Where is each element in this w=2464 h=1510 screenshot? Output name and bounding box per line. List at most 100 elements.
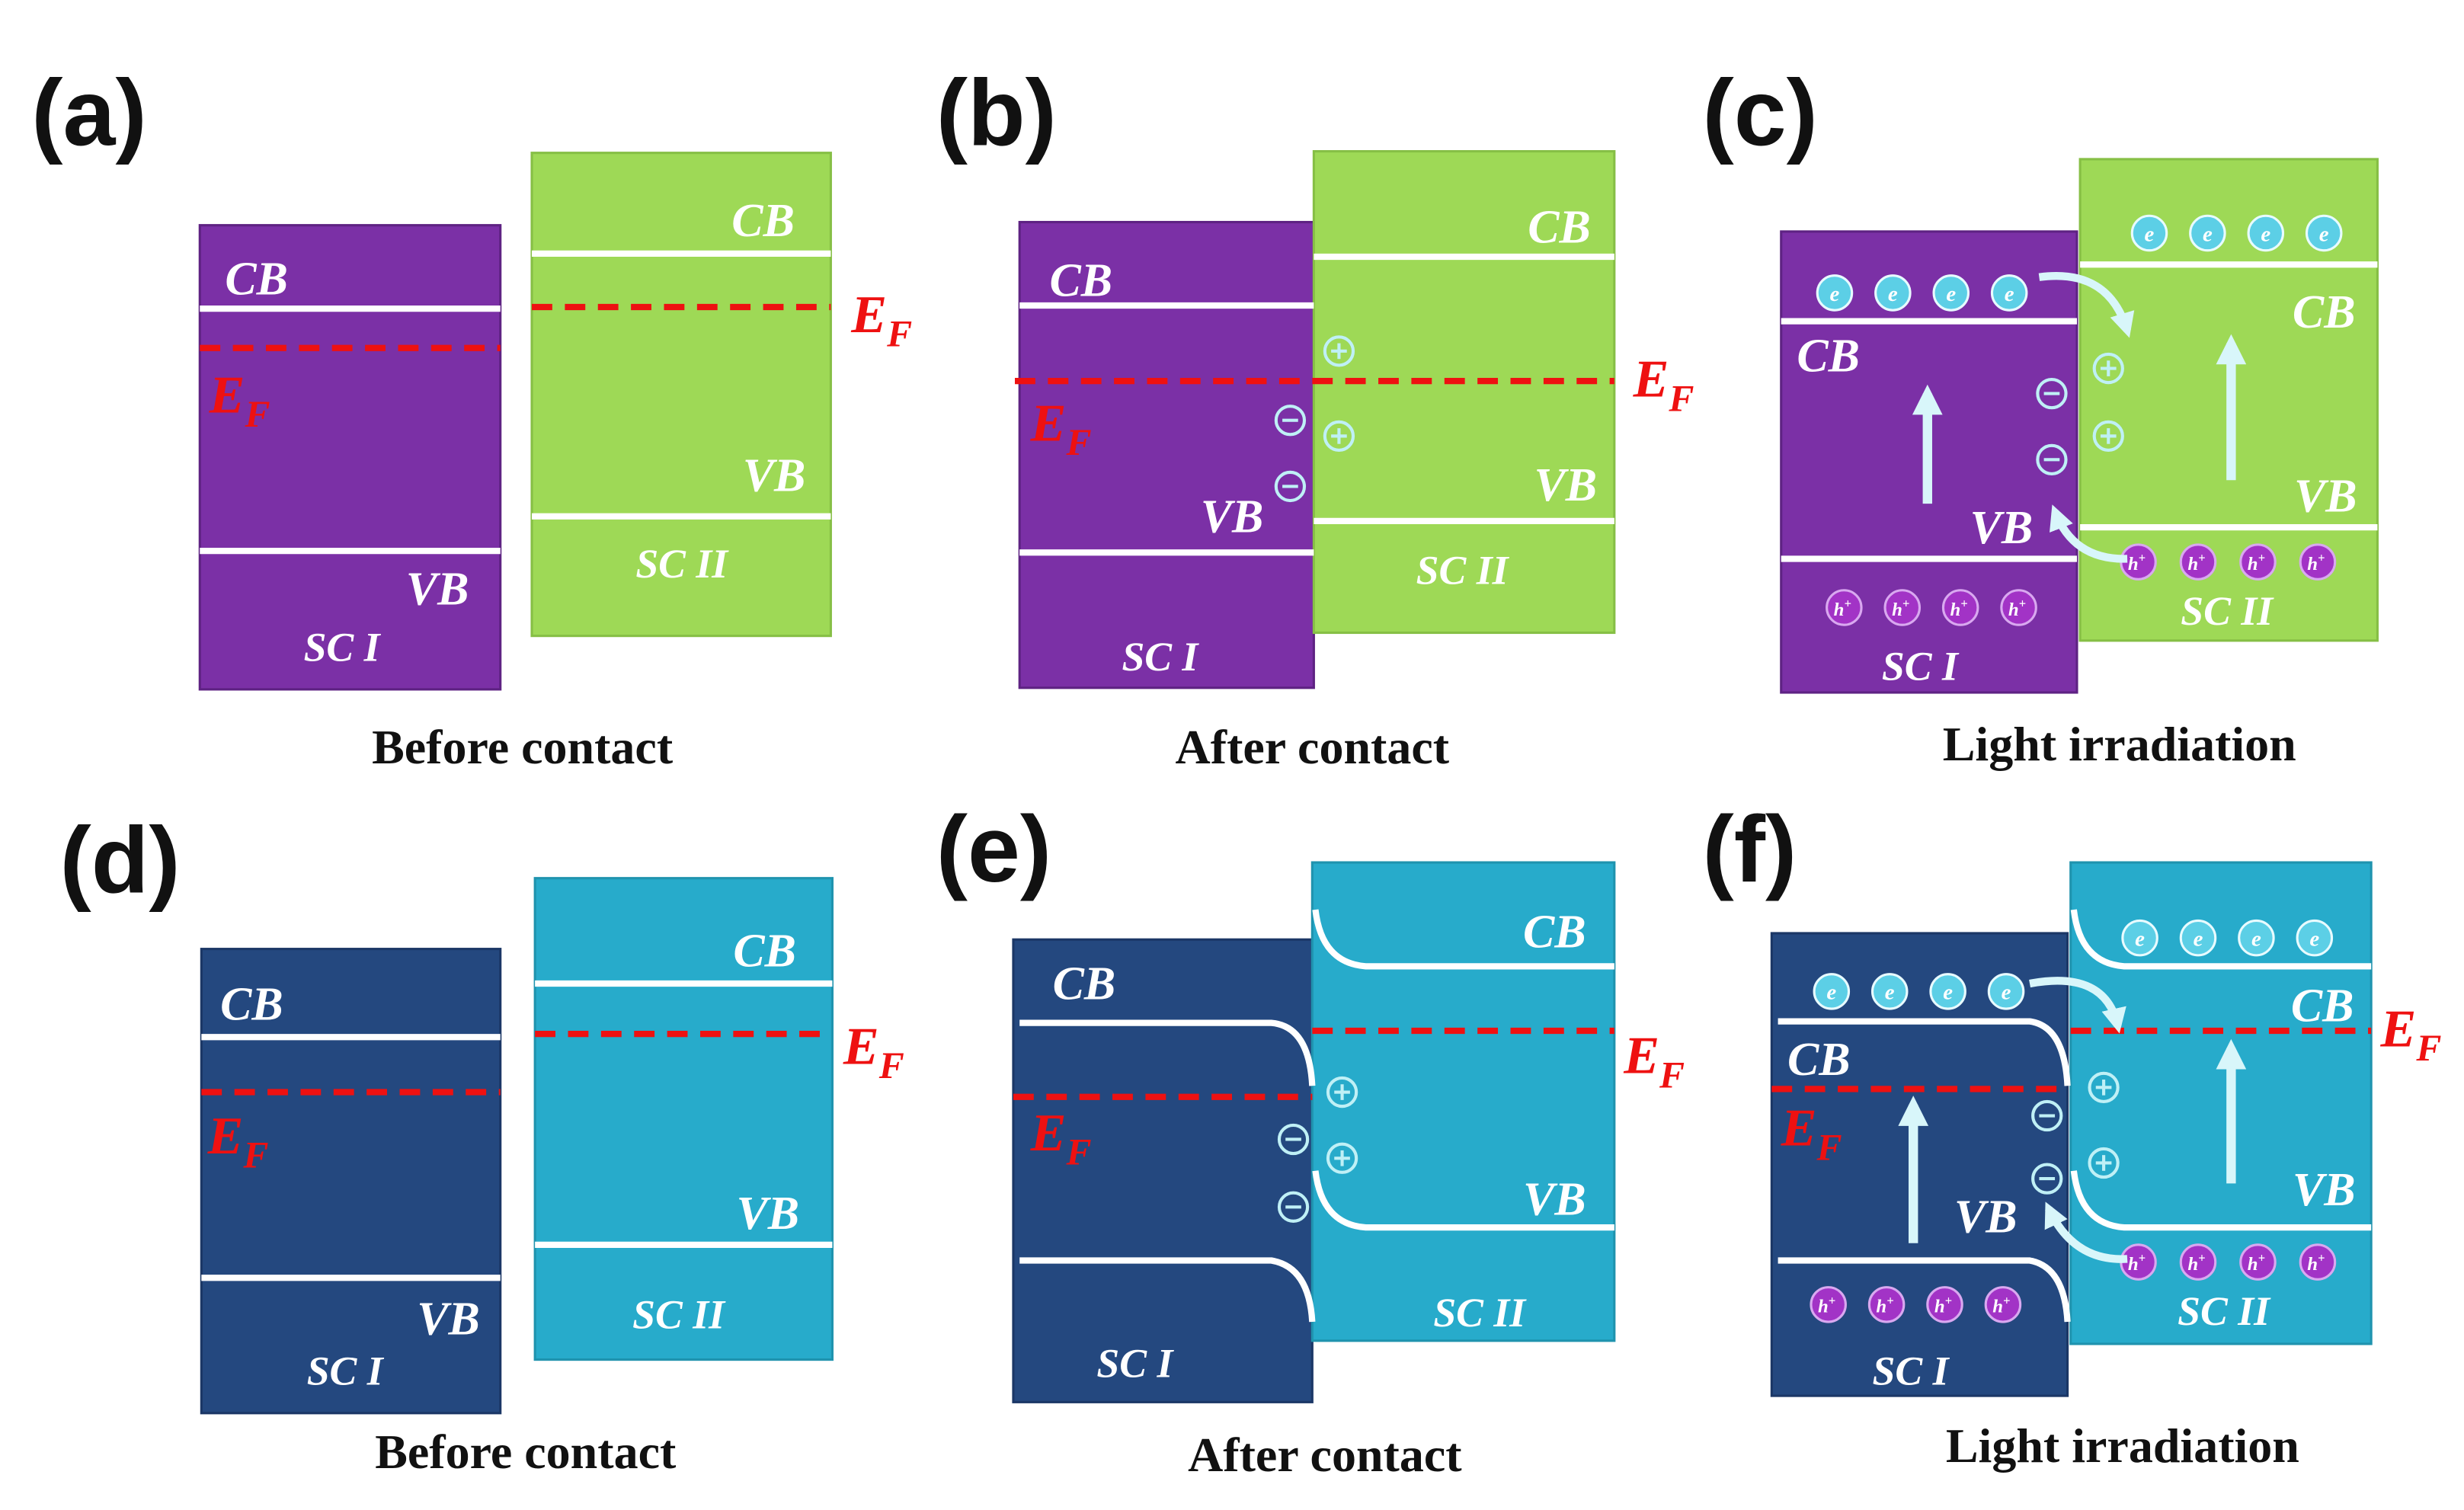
negative-ion-icon (2031, 1163, 2063, 1195)
svg-text:e: e (2261, 222, 2270, 246)
hole-icon: h+ (1867, 1286, 1906, 1323)
panel-label: (c) (1702, 60, 1817, 165)
sc2-vb-label: VB (736, 1188, 799, 1240)
sc1-holes: h+ h+ h+ h+ (1810, 1286, 2022, 1323)
ef-left-label: EF (1030, 394, 1092, 464)
sc1-electrons: e e e e (1813, 973, 2025, 1010)
space-charge-ions (1274, 335, 1355, 503)
electron-icon: e (2130, 214, 2168, 252)
sc1-cb-label: CB (1787, 1034, 1851, 1086)
sc1-label: SC I (1873, 1348, 1950, 1394)
hole-icon: h+ (2239, 1243, 2277, 1281)
svg-text:h+: h+ (2187, 551, 2205, 574)
svg-text:h+: h+ (1892, 596, 1909, 619)
positive-ion-icon (1326, 1076, 1358, 1109)
sc2-vb-label: VB (1534, 459, 1598, 511)
sc1-block (1012, 938, 1314, 1403)
sc1-ef-label: EF (207, 1106, 269, 1176)
ef-left-label: EF (1030, 1103, 1092, 1173)
svg-text:h+: h+ (2128, 551, 2146, 574)
sc1-cb-bent (1019, 1019, 1316, 1086)
svg-text:e: e (2319, 222, 2329, 246)
panel-caption: After contact (1188, 1428, 1462, 1482)
sc2-cb-bent (1312, 909, 1614, 970)
negative-ion-icon (1277, 1191, 1310, 1223)
svg-text:e: e (2005, 282, 2014, 306)
sc1-label: SC I (307, 1348, 385, 1394)
space-charge-ions (1277, 1076, 1358, 1223)
hole-icon: h+ (1926, 1286, 1963, 1323)
electron-icon: e (1987, 973, 2025, 1010)
panel-label: (f) (1702, 797, 1797, 902)
ef-right-label: EF (1633, 350, 1694, 420)
sc2-cb-bent (2070, 909, 2372, 970)
hole-icon: h+ (2179, 1243, 2217, 1281)
sc1-vb-label: VB (417, 1294, 480, 1345)
sc2-cb-label: CB (731, 195, 795, 247)
electron-icon: e (1870, 973, 1909, 1010)
svg-text:e: e (2203, 222, 2213, 246)
panel-caption: After contact (1176, 720, 1450, 774)
svg-text:e: e (2135, 926, 2145, 951)
sc1-electrons: e e e e (1816, 274, 2028, 312)
electron-icon: e (1874, 274, 1912, 312)
sc1-vb-label: VB (1201, 491, 1264, 542)
sc1-block (200, 948, 502, 1415)
sc2-vb-bent (2070, 1170, 2372, 1231)
negative-ion-icon (1274, 405, 1307, 437)
electron-icon: e (2189, 214, 2226, 252)
svg-text:e: e (1885, 981, 1895, 1005)
positive-ion-icon (2088, 1147, 2120, 1179)
sc1-vb-label: VB (406, 563, 469, 615)
panel-label: (d) (59, 808, 180, 913)
hole-icon: h+ (2239, 543, 2277, 581)
sc2-label: SC II (635, 541, 729, 587)
hole-transfer-arrow-icon (2050, 504, 2128, 563)
sc1-block (1018, 220, 1315, 689)
sc1-holes: h+ h+ h+ h+ (1826, 589, 2037, 626)
hole-icon: h+ (2000, 589, 2037, 626)
space-charge-ions (2031, 1071, 2120, 1195)
sc1-cb-label: CB (1053, 958, 1116, 1010)
positive-ion-icon (2088, 1071, 2120, 1103)
electron-icon: e (1990, 274, 2028, 312)
sc2-block (1310, 861, 1616, 1342)
space-charge-ions (2036, 352, 2124, 476)
svg-text:h+: h+ (2187, 1251, 2205, 1275)
sc1-ef-label: EF (209, 365, 270, 435)
panel-b: (b) CB VB CB VB SC I SC II EF EF After c… (936, 60, 1694, 774)
svg-text:h+: h+ (2307, 551, 2325, 574)
sc2-vb-label: VB (743, 450, 806, 502)
sc1-vb-bent (1019, 1257, 1316, 1323)
panel-caption: Before contact (372, 720, 674, 774)
svg-text:e: e (1943, 981, 1953, 1005)
hole-icon: h+ (2120, 1243, 2157, 1281)
negative-ion-icon (2031, 1099, 2063, 1132)
sc1-label: SC I (1882, 643, 1960, 689)
svg-text:h+: h+ (1950, 596, 1967, 619)
svg-text:e: e (2194, 926, 2203, 951)
sc1-cb-bent (1778, 1018, 2071, 1086)
svg-text:e: e (2251, 926, 2261, 951)
sc1-cb-label: CB (1797, 331, 1860, 382)
sc2-vb-label: VB (2294, 471, 2357, 523)
panel-e: (e) CB CB VB SC I SC II EF EF After cont… (936, 797, 1685, 1482)
positive-ion-icon (2092, 352, 2124, 385)
svg-text:h+: h+ (1992, 1293, 2010, 1316)
sc2-electrons: e e e e (2121, 919, 2334, 957)
hole-icon: h+ (1810, 1286, 1847, 1323)
sc1-label: SC I (1096, 1340, 1174, 1386)
sc2-vb-bent (1312, 1170, 1614, 1231)
electron-icon: e (2296, 919, 2334, 957)
hole-icon: h+ (2179, 543, 2217, 581)
positive-ion-icon (1326, 1142, 1358, 1174)
sc1-vb-label: VB (1954, 1191, 2018, 1243)
panel-f: (f) CB VB CB VB SC I SC II EF EF e e e e… (1702, 797, 2441, 1473)
electron-icon: e (2179, 919, 2217, 957)
panel-label: (a) (31, 60, 146, 165)
panel-caption: Light irradiation (1946, 1419, 2299, 1473)
negative-ion-icon (2036, 443, 2068, 476)
sc2-cb-label: CB (1528, 201, 1591, 253)
